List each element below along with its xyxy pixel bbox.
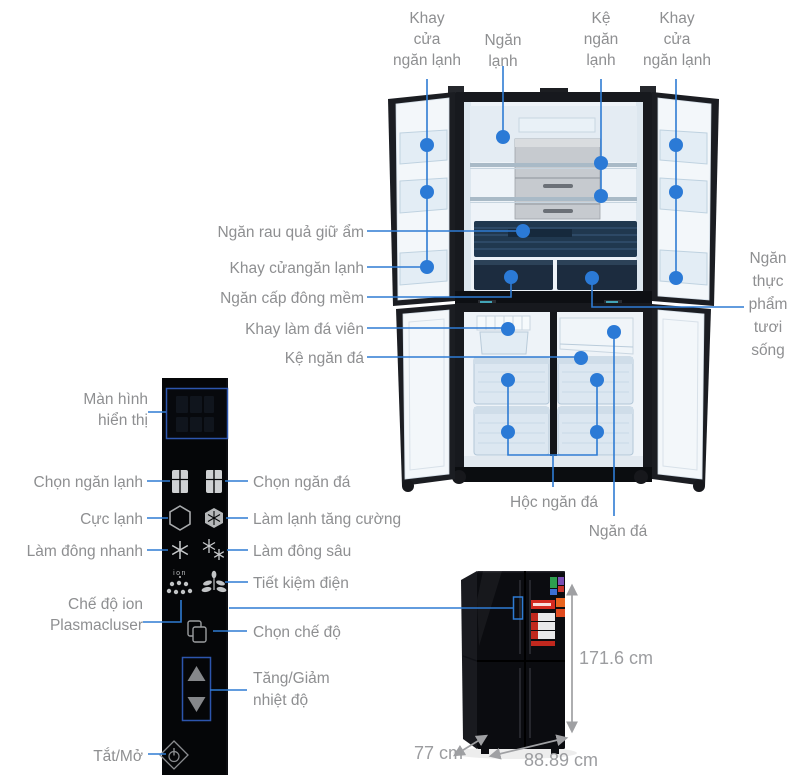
- leader-lines: [143, 66, 744, 755]
- label-select-freezer: Chọn ngăn đá: [253, 474, 351, 491]
- label-extra-cold: Cực lạnh: [80, 511, 143, 528]
- label-mode-select: Chọn chế độ: [253, 624, 341, 641]
- deep-freezing-snowflakes-icon: [202, 539, 225, 560]
- label-soft-freezing: Ngăn cấp đông mềm: [220, 290, 364, 307]
- label-door-tray: Khay cửangăn lạnh: [229, 260, 364, 277]
- humid-crisper-drawer: [474, 221, 637, 257]
- label-top-right-door-tray: Khay cửa ngăn lạnh: [642, 10, 712, 69]
- temp-down-arrow-icon: [187, 697, 206, 712]
- temp-up-arrow-icon: [187, 666, 206, 681]
- label-ice-cube-tray: Khay làm đá viên: [245, 321, 364, 338]
- fridge-right-door: [652, 92, 719, 306]
- label-power-cooling: Làm lạnh tăng cường: [253, 511, 402, 528]
- label-fresh-compartment: Ngăn lạnh: [484, 32, 522, 70]
- energy-saving-leaf-icon: [201, 570, 227, 593]
- power-button-icon: [159, 740, 189, 770]
- dimension-arrows: [452, 583, 578, 760]
- fridge-left-door: [388, 92, 455, 306]
- display-screen: [165, 387, 229, 440]
- label-fresh-shelf: Kệ ngăn lạnh: [583, 10, 619, 69]
- freezer-left-door: [396, 304, 455, 492]
- extra-cold-hexagon-icon: [169, 505, 191, 531]
- label-freezer-bin: Hộc ngăn đá: [510, 494, 598, 511]
- freezer-tray: [559, 317, 634, 355]
- label-deep-freezing: Làm đông sâu: [253, 543, 352, 560]
- label-display: Màn hình hiển thị: [83, 391, 148, 429]
- label-humid-crisper: Ngăn rau quả giữ ẩm: [217, 224, 364, 241]
- label-select-fridge: Chọn ngăn lạnh: [33, 474, 143, 491]
- fridge-upper-unit: [388, 86, 719, 308]
- freezer-select-icon: [206, 470, 222, 493]
- depth-arrow: [452, 734, 489, 757]
- ion-icon-text: ion: [173, 570, 187, 577]
- label-quick-freezing: Làm đông nhanh: [26, 543, 143, 560]
- label-fresh-food: Ngăn thực phẩm tươi sống: [748, 250, 788, 359]
- label-power: Tắt/Mở: [93, 748, 143, 765]
- label-ion-mode: Chế độ ion Plasmacluser: [49, 596, 143, 634]
- depth-dimension-label: 77 cm: [414, 743, 464, 763]
- promo-stickers: [531, 577, 565, 646]
- fridge-shelf: [470, 197, 637, 201]
- fridge-select-icon: [172, 470, 188, 493]
- label-top-left-door-tray: Khay cửa ngăn lạnh: [392, 10, 462, 69]
- ion-cluster-icon: [166, 576, 193, 595]
- panel-location-highlight: [512, 596, 524, 620]
- temperature-adjust-buttons: [181, 656, 212, 722]
- ice-maker: [476, 315, 531, 355]
- width-arrow: [488, 734, 569, 760]
- power-cooling-icon: [205, 508, 223, 528]
- mode-select-icon: [187, 620, 207, 643]
- label-freezer-shelf: Kệ ngăn đá: [284, 350, 364, 367]
- closed-fridge-figure: [453, 571, 577, 759]
- freezer-right-door: [652, 304, 711, 492]
- height-dimension-label: 171.6 cm: [579, 648, 654, 668]
- leader-freezer-bin: [507, 380, 598, 487]
- fridge-light: [518, 117, 596, 133]
- leader-dots: [420, 130, 683, 439]
- leader-ion-mode: [143, 600, 182, 623]
- label-temp-adjust: Tăng/Giảm nhiệt độ: [253, 670, 330, 709]
- fridge-silver-drawers: [514, 138, 601, 220]
- control-panel: [159, 378, 229, 775]
- width-dimension-label: 88.89 cm: [524, 750, 599, 770]
- quick-freezing-snowflake-icon: [171, 541, 189, 559]
- fridge-shelf: [470, 163, 637, 167]
- leader-fresh-food: [591, 278, 744, 308]
- label-freezer-compartment: Ngăn đá: [588, 523, 648, 540]
- label-energy-saving: Tiết kiệm điện: [253, 575, 349, 592]
